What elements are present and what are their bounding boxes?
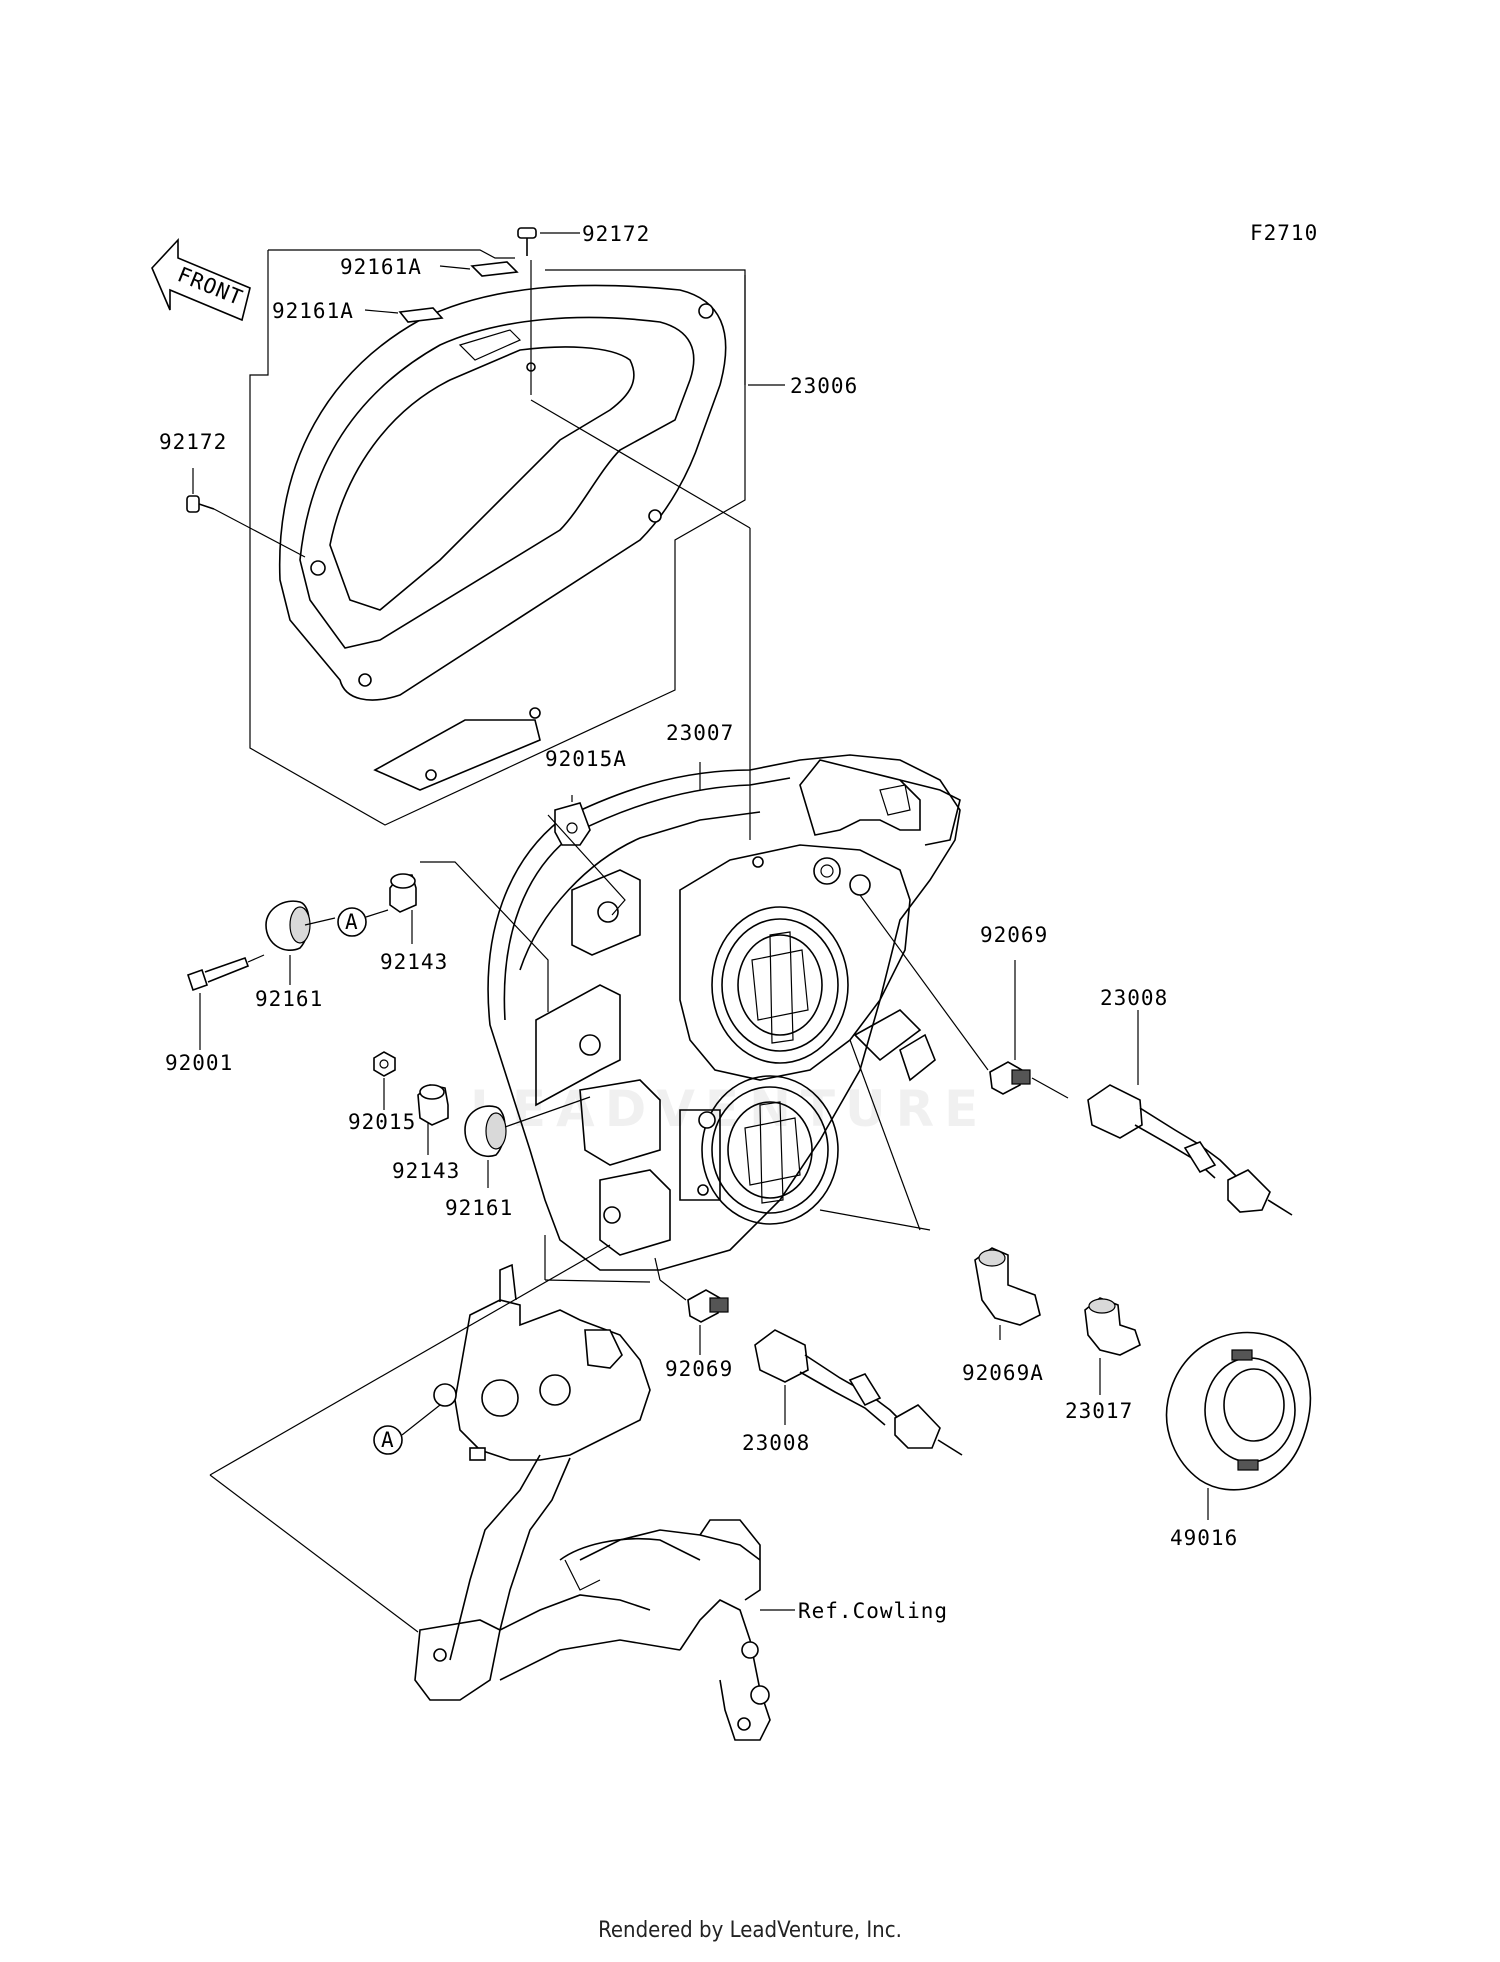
screw-92172-left: 92172 <box>159 430 306 558</box>
bolt-92001: 92001 <box>165 954 265 1075</box>
bulb-92069A: 92069A <box>962 1247 1044 1385</box>
harness-23008-lower: 23008 <box>742 1329 963 1456</box>
high-beam-socket <box>711 906 849 1064</box>
callout-92172-top: 92172 <box>582 222 650 246</box>
callout-92015: 92015 <box>348 1110 416 1134</box>
callout-49016: 49016 <box>1170 1526 1238 1550</box>
callout-92161A-1: 92161A <box>340 255 422 279</box>
figure-code: F2710 <box>1250 221 1318 245</box>
collar-92143-upper: 92143 <box>380 861 549 1012</box>
callout-23008-upper: 23008 <box>1100 986 1168 1010</box>
cowling-stay-bracket: Ref.Cowling <box>414 1263 948 1741</box>
headlight-cover <box>249 249 746 826</box>
cover-49016: 49016 <box>1165 1331 1312 1550</box>
callout-92069-upper: 92069 <box>980 923 1048 947</box>
socket-23017: 23017 <box>1065 1297 1141 1423</box>
clip-92015A: 92015A <box>545 747 627 916</box>
harness-23008-upper: 23008 <box>1087 986 1293 1216</box>
callout-23007: 23007 <box>666 721 734 745</box>
ref-cowling-label: Ref.Cowling <box>798 1599 948 1623</box>
front-arrow-icon: FRONT <box>151 237 251 322</box>
callout-23017: 23017 <box>1065 1399 1133 1423</box>
callout-92001: 92001 <box>165 1051 233 1075</box>
callout-92015A: 92015A <box>545 747 627 771</box>
footer-credit: Rendered by LeadVenture, Inc. <box>598 1918 902 1943</box>
callout-92069A: 92069A <box>962 1361 1044 1385</box>
callout-92143-lower: 92143 <box>392 1159 460 1183</box>
callout-23006: 23006 <box>790 374 858 398</box>
callout-92161-lower: 92161 <box>445 1196 513 1220</box>
grommet-92161-upper: 92161 <box>255 900 336 1011</box>
ref-a-circle-lower: A <box>373 1404 441 1455</box>
callout-92143-upper: 92143 <box>380 950 448 974</box>
front-label: FRONT <box>174 262 246 310</box>
callout-92161A-2: 92161A <box>272 299 354 323</box>
headlight-unit <box>487 754 961 1271</box>
bulb-92069-upper: 92069 <box>859 894 1069 1099</box>
callout-23008-lower: 23008 <box>742 1431 810 1455</box>
callout-92172-left: 92172 <box>159 430 227 454</box>
callout-92161-upper: 92161 <box>255 987 323 1011</box>
screw-92172-top: 92172 <box>517 222 650 395</box>
ref-a-upper: A <box>345 910 359 934</box>
grommet-92161-lower: 92161 <box>445 1096 591 1220</box>
collar-92143-lower: 92143 <box>392 1084 460 1183</box>
ref-a-lower: A <box>381 1428 395 1452</box>
ref-a-circle-upper: A <box>337 907 389 937</box>
grommet-92161A: 92161A 92161A <box>272 255 519 323</box>
low-beam-socket <box>701 1075 839 1225</box>
bulb-92069-lower: 92069 <box>654 1257 733 1381</box>
callout-92069-lower: 92069 <box>665 1357 733 1381</box>
nut-92015: 92015 <box>348 1051 416 1134</box>
